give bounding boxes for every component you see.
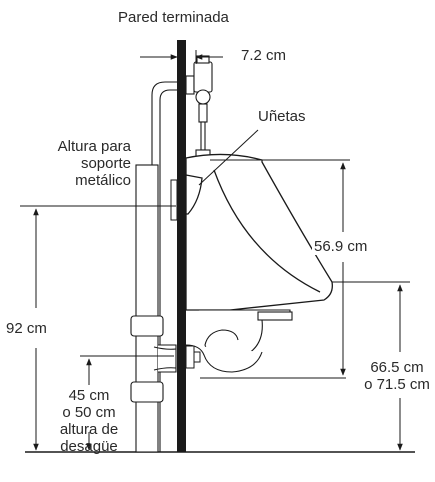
drain-height-label: 45 cm o 50 cm altura de desagüe [44, 387, 134, 455]
bracket-height-label: Altura para soporte metálico [30, 138, 131, 189]
bracket-to-floor-label: 92 cm [4, 320, 49, 337]
lugs-label: Uñetas [258, 108, 306, 125]
bracket-height-line-2: soporte [80, 155, 131, 172]
wall-offset-label: 7.2 cm [241, 47, 287, 64]
finished-wall-label: Pared terminada [118, 9, 229, 26]
urinal-body [185, 153, 333, 311]
bracket-height-line-3: metálico [75, 172, 131, 189]
lug-leader [198, 129, 259, 186]
flush-valve [185, 55, 213, 159]
drain-height-line-3: altura de [59, 421, 119, 438]
mounting-plate [170, 179, 178, 221]
rim-height-label: 66.5 cm o 71.5 cm [357, 359, 435, 393]
lug-to-rim-label: 56.9 cm [312, 238, 370, 255]
rim-height-line-2: o 71.5 cm [364, 376, 430, 393]
supply-pipes [151, 81, 190, 452]
urinal-trap [185, 309, 293, 373]
bracket-height-line-1: Altura para [57, 138, 131, 155]
drain-height-line-1: 45 cm [68, 387, 110, 404]
finished-wall [177, 40, 186, 452]
wall-flange [185, 345, 201, 369]
drain-height-line-2: o 50 cm [62, 404, 116, 421]
drain-pipe [130, 164, 177, 453]
drain-height-line-4: desagüe [60, 438, 118, 455]
rim-height-line-1: 66.5 cm [370, 359, 424, 376]
